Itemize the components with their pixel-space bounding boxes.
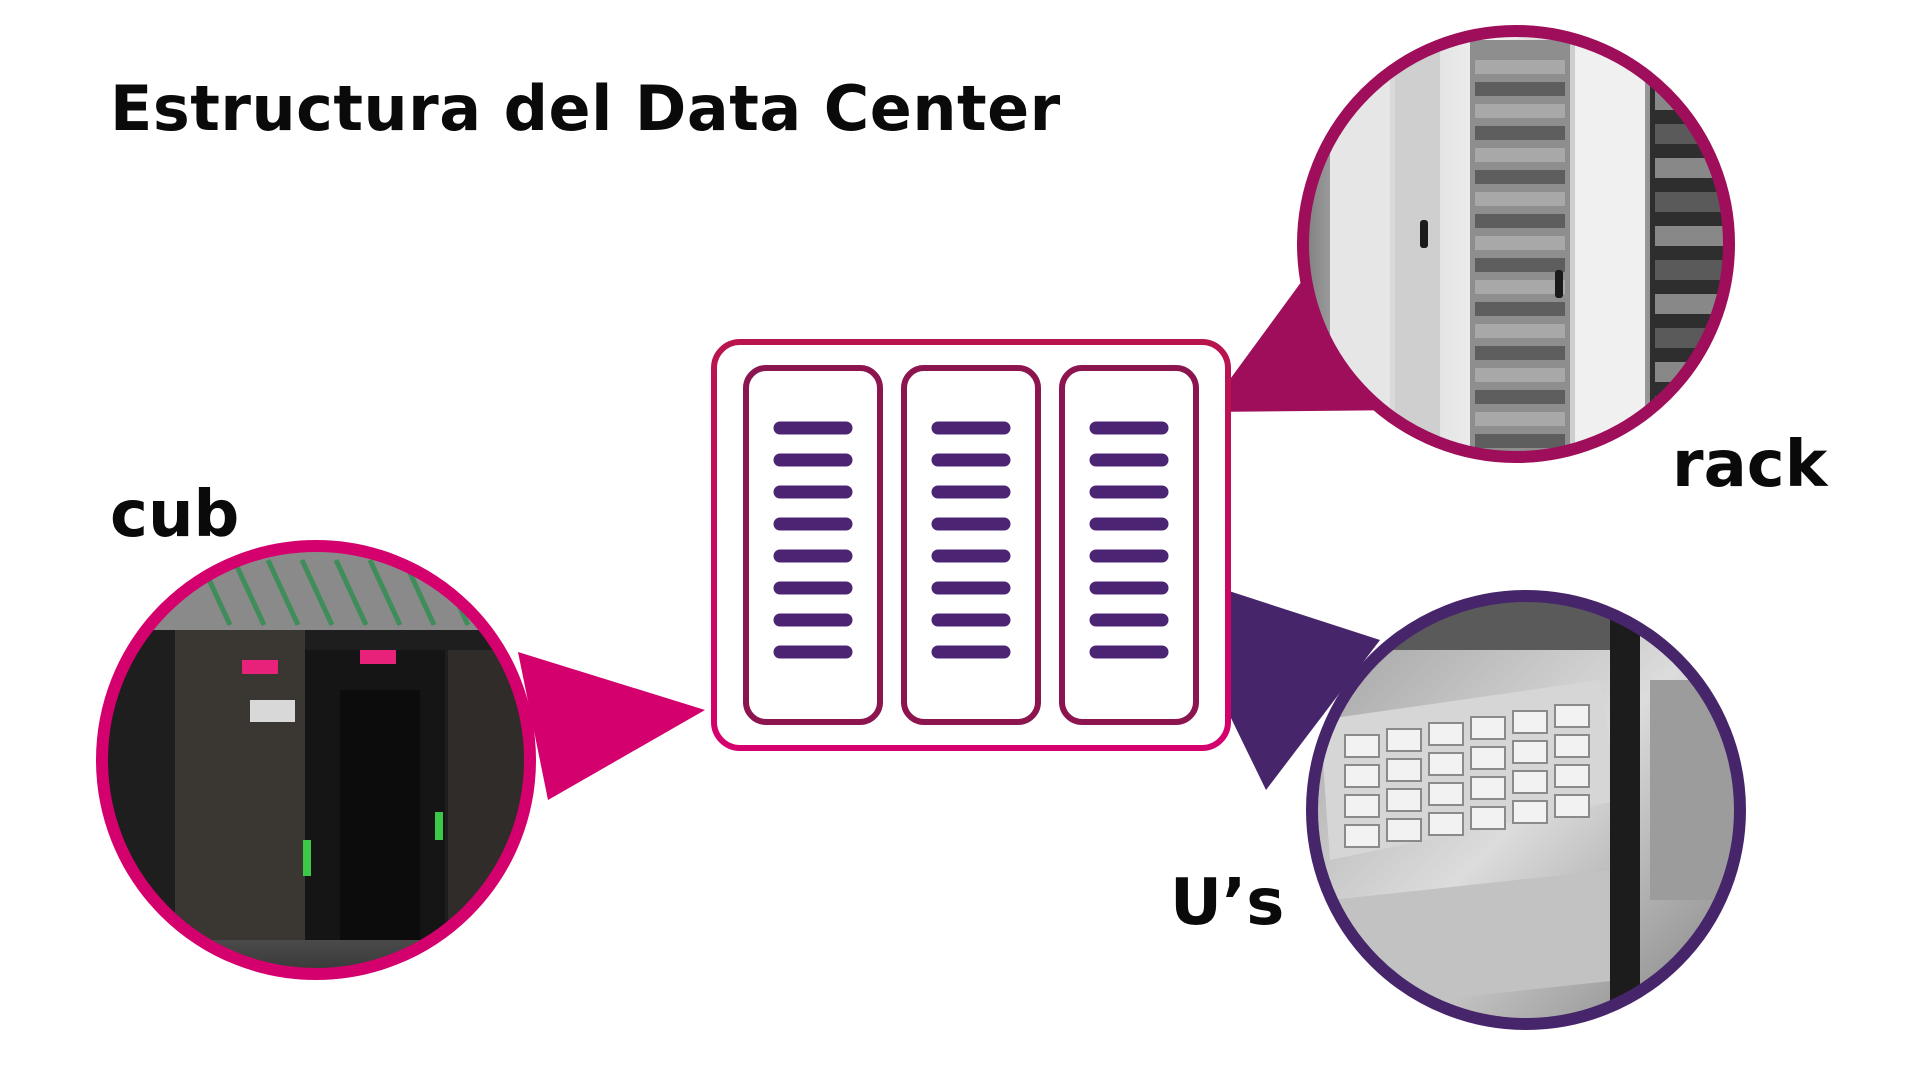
us-photo-frame: [1306, 590, 1746, 1030]
rack-column: [901, 365, 1041, 725]
us-photo: [1312, 596, 1740, 1024]
label-rack: rack: [1672, 428, 1828, 502]
rack-column: [743, 365, 883, 725]
rack-column: [1059, 365, 1199, 725]
cub-photo-frame: [96, 540, 536, 980]
cub-callout-wedge: [518, 652, 705, 800]
label-us: U’s: [1170, 866, 1285, 940]
rack-photo-frame: [1297, 25, 1735, 463]
rack-columns: [743, 365, 1199, 725]
label-cub: cub: [110, 478, 240, 552]
diagram-title: Estructura del Data Center: [110, 72, 1061, 145]
cabinet-icon: [711, 339, 1231, 751]
